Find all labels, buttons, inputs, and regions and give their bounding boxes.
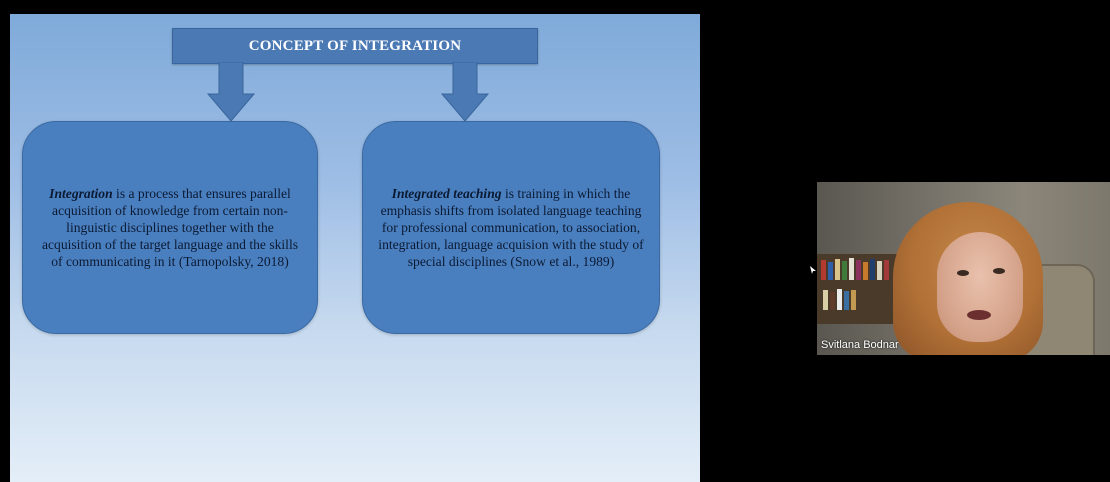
arrow-down-icon <box>440 62 490 122</box>
participant-face <box>937 232 1023 342</box>
participant-name-label: Svitlana Bodnar <box>821 339 899 351</box>
integration-definition-box: Integration is a process that ensures pa… <box>22 121 318 334</box>
integrated-teaching-definition: is training in which the emphasis shifts… <box>378 186 644 269</box>
shared-screen-slide: CONCEPT OF INTEGRATION Integration is a … <box>10 14 700 482</box>
eye <box>993 268 1005 274</box>
participant-video-tile[interactable]: Svitlana Bodnar <box>817 182 1110 355</box>
integration-definition-text: Integration is a process that ensures pa… <box>37 185 303 270</box>
integrated-teaching-definition-text: Integrated teaching is training in which… <box>377 185 645 270</box>
integrated-teaching-definition-box: Integrated teaching is training in which… <box>362 121 660 334</box>
eye <box>957 270 969 276</box>
integration-term: Integration <box>49 186 113 201</box>
integration-definition: is a process that ensures parallel acqui… <box>41 186 299 269</box>
bookshelf <box>817 254 901 324</box>
mouth <box>967 310 991 320</box>
arrow-down-icon <box>206 62 256 122</box>
cursor-icon <box>810 266 816 274</box>
integrated-teaching-term: Integrated teaching <box>391 186 502 201</box>
slide-title: CONCEPT OF INTEGRATION <box>172 28 538 64</box>
